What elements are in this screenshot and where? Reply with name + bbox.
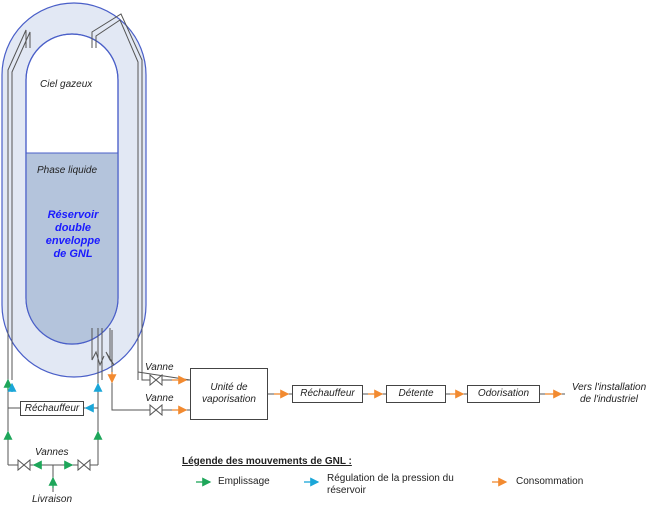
valves-label: Vannes bbox=[35, 447, 69, 458]
delivery-label: Livraison bbox=[32, 494, 73, 505]
legend-title: Légende des mouvements de GNL : bbox=[182, 456, 352, 467]
legend-pressure: Régulation de la pression du réservoir bbox=[327, 473, 454, 496]
expansion-box: Détente bbox=[386, 385, 446, 403]
outlet-valves bbox=[149, 373, 163, 417]
valve-top-label: Vanne bbox=[145, 362, 174, 373]
left-heater-box: Réchauffeur bbox=[20, 401, 84, 416]
orange-arrows bbox=[107, 372, 563, 415]
liquid-label: Phase liquide bbox=[37, 165, 98, 176]
blue-arrows bbox=[7, 382, 103, 413]
legend-filling: Emplissage bbox=[218, 476, 270, 487]
odorisation-box: Odorisation bbox=[467, 385, 540, 403]
legend-consumption: Consommation bbox=[516, 476, 584, 487]
liquid-phase bbox=[26, 153, 118, 344]
left-valves bbox=[17, 458, 91, 472]
valve-bottom-label: Vanne bbox=[145, 393, 174, 404]
reservoir-title: Réservoir double enveloppe de GNL bbox=[45, 209, 101, 260]
left-pipes bbox=[7, 29, 105, 380]
destination-label: Vers l'installation de l'industriel bbox=[571, 382, 647, 405]
heater-box: Réchauffeur bbox=[292, 385, 363, 403]
vaporisation-box: Unité de vaporisation bbox=[190, 368, 268, 420]
gas-label: Ciel gazeux bbox=[40, 79, 93, 90]
